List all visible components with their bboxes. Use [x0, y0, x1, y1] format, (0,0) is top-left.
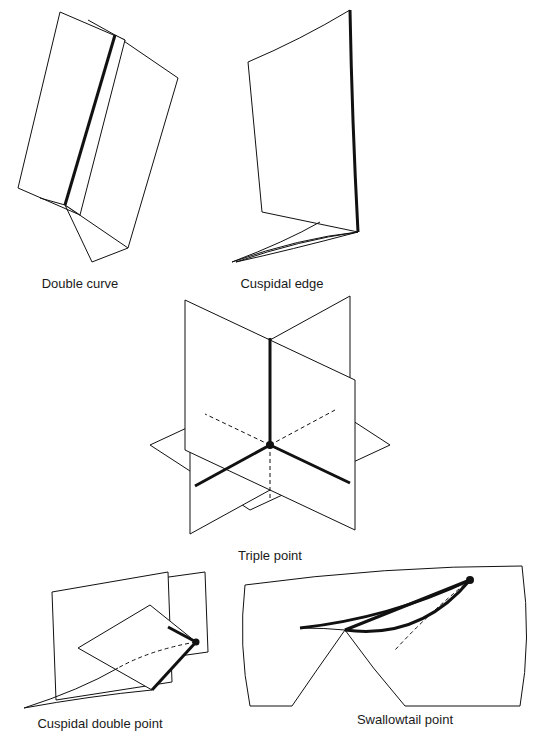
cuspidal-edge-line [345, 580, 470, 631]
triple-point-dot [266, 441, 274, 449]
sheet [78, 605, 196, 690]
figure-caption: Swallowtail point [357, 712, 453, 728]
edge [88, 20, 115, 35]
edge [40, 198, 65, 205]
double-curve-line [65, 35, 115, 205]
hidden-line [205, 414, 270, 445]
swallowtail-figure [242, 566, 526, 706]
cuspidal-edge-line [350, 10, 358, 232]
sheet [242, 566, 526, 706]
double-curve-figure [18, 12, 178, 262]
figure-caption: Double curve [42, 276, 119, 292]
double-curve-line [270, 445, 350, 483]
vertical-plane [185, 300, 355, 530]
sheet [65, 35, 125, 215]
sheet [248, 10, 358, 232]
sheet [236, 232, 358, 262]
cuspidal-double-point-dot [193, 639, 200, 646]
triple-point-figure [150, 296, 390, 534]
double-curve-line [269, 338, 272, 445]
cusp-profile [24, 668, 152, 708]
figure-caption: Cuspidal edge [240, 276, 323, 292]
cuspidal-edge-figure [232, 10, 358, 262]
cusp-profile [232, 222, 358, 262]
figure-caption: Cuspidal double point [37, 716, 162, 732]
cuspidal-double-point-figure [24, 572, 208, 708]
hidden-line [270, 445, 271, 500]
double-curve-line [168, 627, 196, 642]
double-curve-line [195, 445, 270, 486]
cuspidal-edge-line [152, 642, 196, 690]
figure-caption: Triple point [238, 548, 302, 564]
sheet [65, 35, 178, 248]
edge [65, 205, 128, 262]
double-curve-line [345, 580, 470, 630]
hidden-line [395, 580, 470, 650]
hidden-line [270, 410, 335, 445]
edge [300, 628, 345, 630]
swallowtail-point-dot [466, 576, 474, 584]
